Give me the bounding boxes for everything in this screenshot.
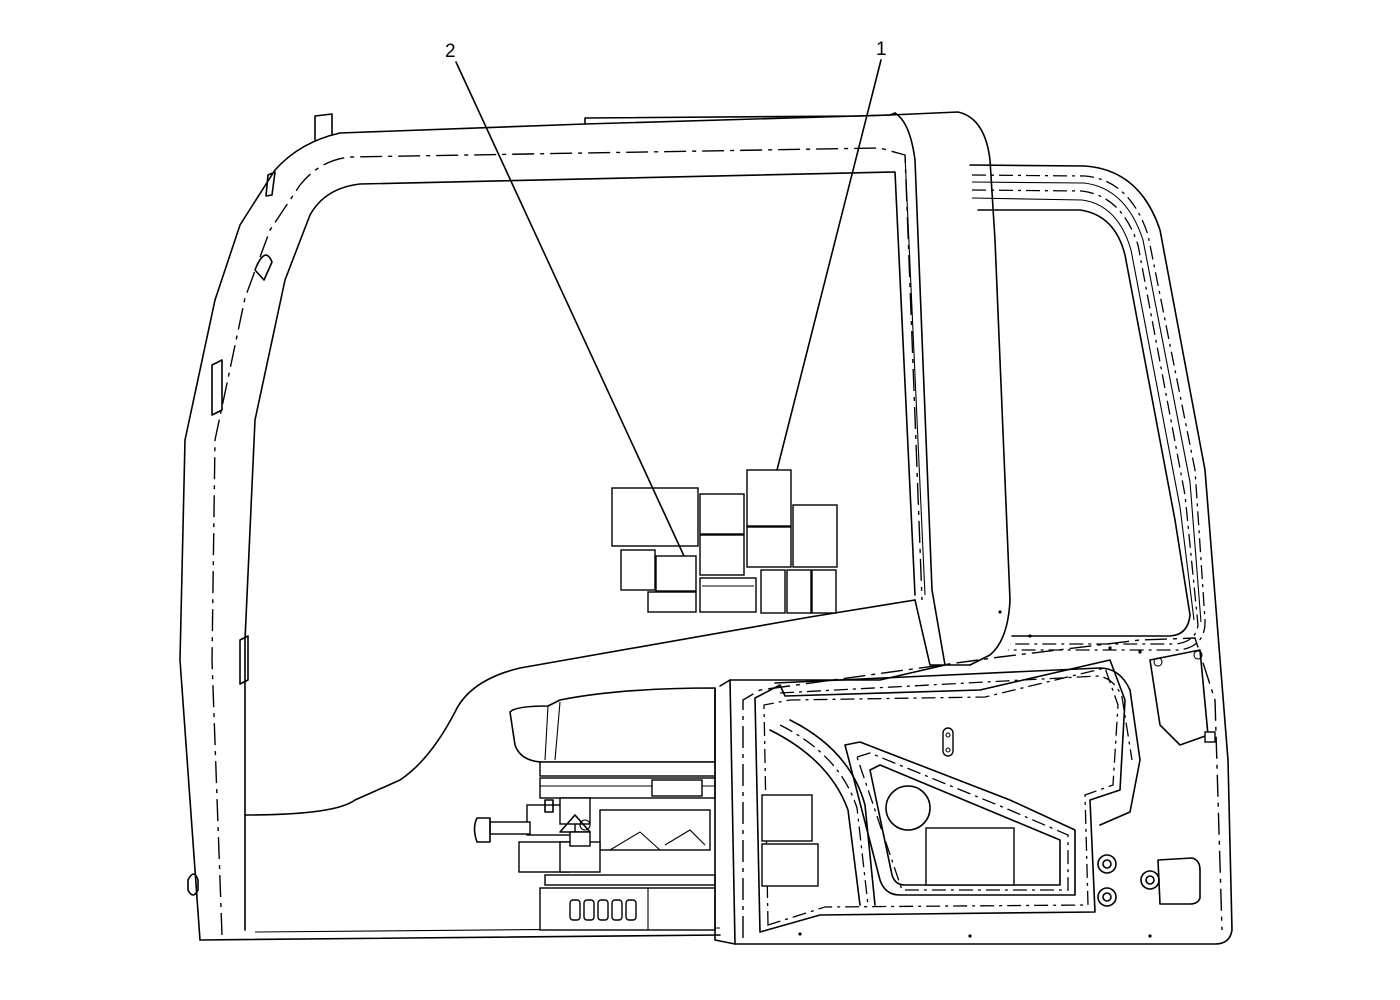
relay (699, 493, 745, 535)
relay-wide (699, 577, 757, 613)
relay-large (611, 487, 699, 547)
cab-door (714, 164, 1233, 945)
relay (699, 534, 745, 576)
relay (620, 549, 656, 591)
leader-line-1 (776, 59, 882, 471)
leader-line-2 (455, 61, 685, 557)
callout-label-1: 1 (876, 39, 887, 60)
fuse (760, 569, 786, 614)
relay (792, 504, 838, 568)
relay-small (655, 555, 697, 592)
operator-seat (473, 687, 716, 931)
fuse (786, 569, 812, 614)
callout-label-2: 2 (445, 41, 456, 62)
fuse (811, 569, 837, 614)
relay-group (611, 469, 838, 614)
relay (647, 591, 697, 613)
relay (746, 526, 792, 568)
console-panel (244, 599, 916, 816)
callout-leaders (455, 59, 882, 557)
relay-tall (746, 469, 792, 527)
center-pillar (889, 111, 1011, 666)
